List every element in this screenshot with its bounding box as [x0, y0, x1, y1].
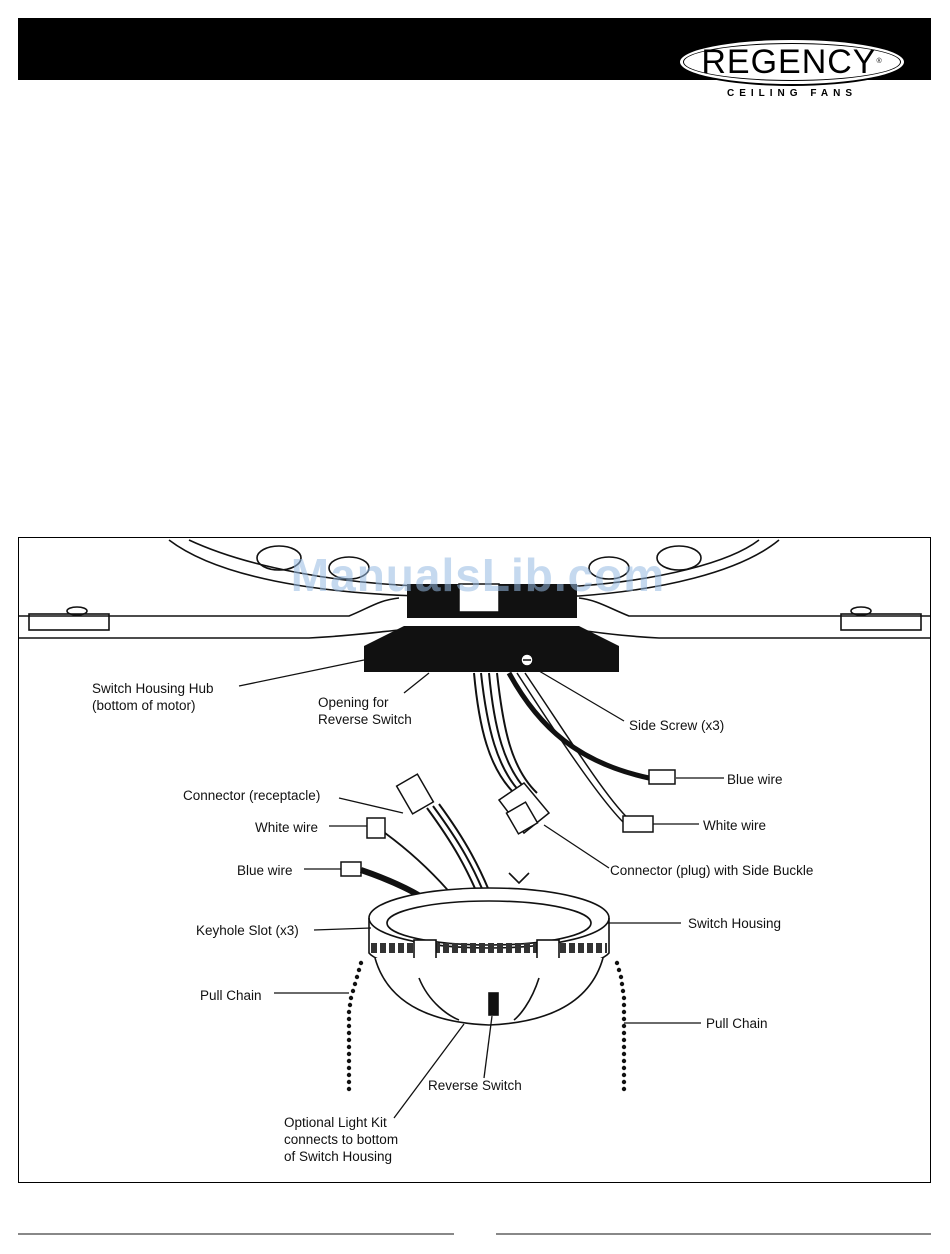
brand-logo: REGENCY® CEILING FANS: [678, 38, 910, 102]
callout-white-wire-left: White wire: [255, 820, 319, 835]
callout-light-kit-line1: Optional Light Kit: [284, 1115, 387, 1130]
callout-optional-light-kit: Optional Light Kit connects to bottom of…: [284, 1114, 398, 1165]
right-wire-connectors: [497, 769, 676, 835]
hub-wires: [473, 671, 650, 824]
callout-blue-wire-right: Blue wire: [727, 772, 783, 787]
wiring-diagram-illustration: [19, 539, 930, 1119]
registered-mark: ®: [876, 58, 883, 65]
callout-light-kit-line2: connects to bottom: [284, 1132, 399, 1147]
callout-keyhole-slot: Keyhole Slot (x3): [196, 923, 299, 938]
callout-opening-line1: Opening for: [318, 695, 389, 710]
footer-rule-left: [18, 1233, 454, 1235]
callout-switch-housing: Switch Housing: [688, 916, 782, 931]
callout-light-kit-line3: of Switch Housing: [284, 1149, 393, 1164]
switch-housing-shape: [368, 872, 610, 1026]
callout-reverse-switch: Reverse Switch: [428, 1078, 522, 1093]
callout-pull-chain-right: Pull Chain: [706, 1016, 768, 1031]
wiring-diagram-figure: [18, 537, 931, 1183]
callout-pull-chain-left: Pull Chain: [200, 988, 262, 1003]
footer-rule-right: [496, 1233, 931, 1235]
callout-side-screw: Side Screw (x3): [629, 718, 725, 733]
logo-oval: [678, 38, 906, 86]
logo-brand-name: REGENCY®: [701, 43, 883, 81]
switch-housing-hub-shape: [364, 583, 619, 672]
callout-switch-housing-hub-line1: Switch Housing Hub: [92, 681, 214, 696]
callout-connector-receptacle: Connector (receptacle): [183, 788, 321, 803]
callout-opening-line2: Reverse Switch: [318, 712, 412, 727]
callout-connector-plug: Connector (plug) with Side Buckle: [610, 863, 814, 878]
logo-tagline: CEILING FANS: [726, 88, 857, 99]
watermark: ManualsLib.com: [290, 549, 666, 601]
callout-switch-housing-hub-line2: (bottom of motor): [92, 698, 196, 713]
callout-blue-wire-left: Blue wire: [237, 863, 293, 878]
callout-leader-lines: [238, 659, 724, 1119]
pull-chains: [346, 960, 627, 1092]
callout-white-wire-right: White wire: [703, 818, 767, 833]
callout-opening-reverse-switch: Opening for Reverse Switch: [318, 694, 412, 728]
callout-switch-housing-hub: Switch Housing Hub (bottom of motor): [92, 680, 214, 714]
